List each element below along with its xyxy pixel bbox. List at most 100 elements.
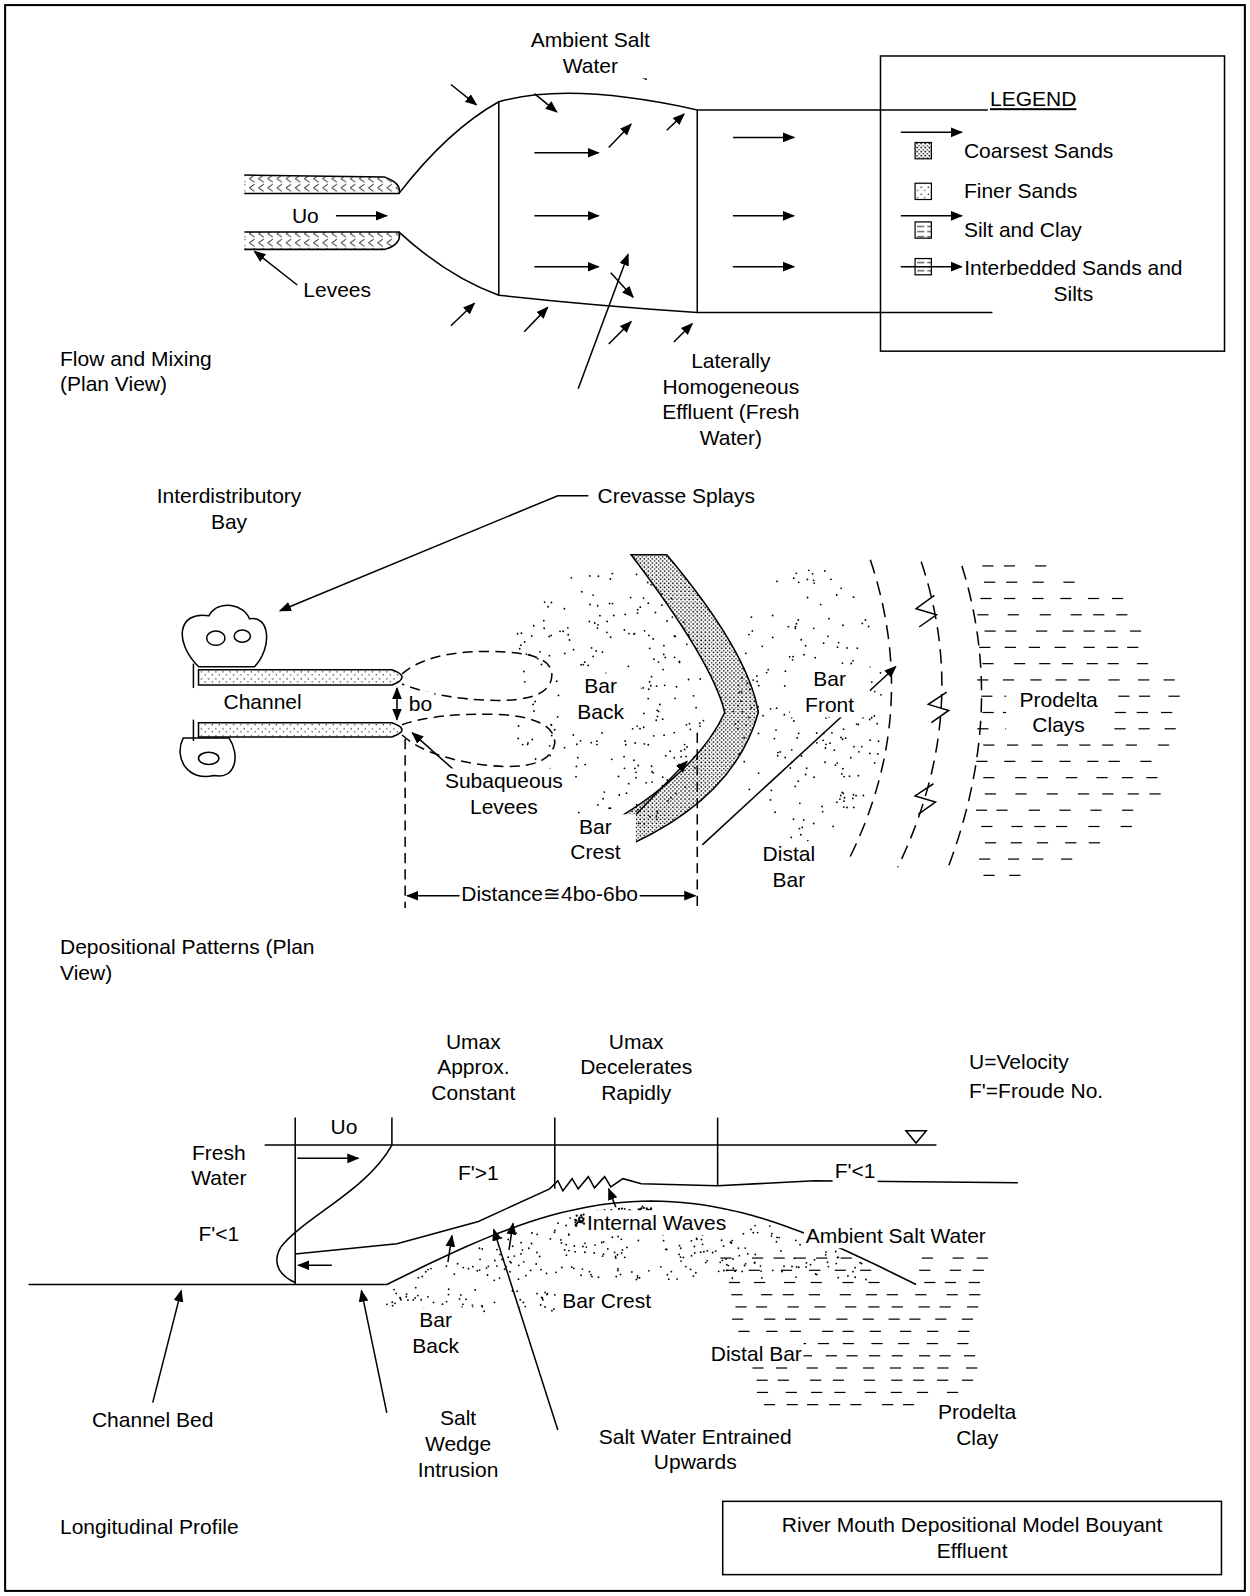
sand-texture bbox=[643, 726, 645, 728]
clay-texture bbox=[1116, 614, 1127, 615]
sand-texture bbox=[820, 604, 822, 606]
frame bbox=[5, 5, 1245, 1591]
sand-texture bbox=[670, 1271, 672, 1273]
sand-texture bbox=[636, 573, 638, 575]
sand-texture bbox=[803, 819, 805, 821]
sand-texture bbox=[797, 619, 799, 621]
sand-texture bbox=[630, 597, 632, 599]
clay-texture bbox=[766, 1331, 777, 1332]
part-label: Longitudinal Profile bbox=[58, 1514, 241, 1540]
sand-texture bbox=[703, 1251, 705, 1253]
clay-texture bbox=[870, 1331, 881, 1332]
clay-texture bbox=[915, 1294, 926, 1295]
clay-texture bbox=[1032, 744, 1043, 745]
sand-texture bbox=[541, 1297, 543, 1299]
clay-texture bbox=[969, 1282, 980, 1283]
sand-texture bbox=[813, 776, 815, 778]
sand-texture bbox=[524, 681, 526, 683]
interface-line bbox=[295, 1177, 1018, 1254]
sand-texture bbox=[486, 1267, 488, 1269]
plan-channel bbox=[180, 738, 235, 777]
sand-texture bbox=[580, 664, 582, 666]
sand-texture bbox=[430, 1268, 432, 1270]
clay-texture bbox=[1090, 810, 1101, 811]
sand-texture bbox=[520, 1253, 522, 1255]
sand-texture bbox=[695, 707, 697, 709]
clay-texture bbox=[776, 1367, 787, 1368]
sand-texture bbox=[668, 1278, 670, 1280]
sand-texture bbox=[665, 755, 667, 757]
arrow bbox=[534, 266, 598, 268]
clay-texture bbox=[1107, 647, 1118, 648]
sand-texture bbox=[740, 691, 742, 693]
clay-texture bbox=[945, 1282, 956, 1283]
sand-texture bbox=[745, 724, 747, 726]
clay-texture bbox=[891, 1392, 902, 1393]
arrow bbox=[733, 137, 794, 139]
sand-texture bbox=[690, 1268, 692, 1270]
sand-texture bbox=[521, 632, 523, 634]
clay-texture bbox=[795, 1257, 806, 1258]
sand-texture bbox=[732, 1258, 734, 1260]
sand-texture bbox=[637, 1240, 639, 1242]
sand-texture bbox=[557, 716, 559, 718]
sand-texture bbox=[594, 622, 596, 624]
clay-texture bbox=[977, 1257, 988, 1258]
sand-texture bbox=[386, 569, 882, 1313]
sand-texture bbox=[770, 708, 772, 710]
arrow bbox=[451, 84, 476, 104]
sand-texture bbox=[813, 823, 815, 825]
sand-texture bbox=[845, 737, 847, 739]
sand-texture bbox=[474, 1289, 476, 1291]
part-label: Uo bbox=[329, 1114, 360, 1140]
sand-texture bbox=[824, 747, 826, 749]
sand-texture bbox=[617, 1254, 619, 1256]
clay-texture bbox=[979, 647, 990, 648]
sand-texture bbox=[656, 812, 658, 814]
sand-texture bbox=[501, 1259, 503, 1261]
clay-texture bbox=[947, 1392, 958, 1393]
sand-texture bbox=[567, 627, 569, 629]
sand-texture bbox=[741, 1271, 743, 1273]
clay-texture bbox=[983, 777, 994, 778]
legend-text: Silt and Clay bbox=[962, 217, 1084, 243]
sand-texture bbox=[833, 749, 835, 751]
sand-texture bbox=[837, 1277, 839, 1279]
sand-texture bbox=[425, 1271, 427, 1273]
clay-texture bbox=[983, 712, 994, 713]
sand-texture bbox=[639, 606, 641, 608]
sand-texture bbox=[536, 1293, 538, 1295]
sand-texture bbox=[666, 1274, 668, 1276]
clay-texture bbox=[816, 1257, 827, 1258]
sand-texture bbox=[591, 1276, 593, 1278]
clay-texture bbox=[840, 1294, 851, 1295]
sand-texture bbox=[589, 1271, 591, 1273]
sand-texture bbox=[642, 687, 644, 689]
sand-texture bbox=[783, 714, 785, 716]
sand-texture bbox=[564, 747, 566, 749]
sand-texture bbox=[651, 765, 653, 767]
plume-outline bbox=[244, 175, 399, 193]
clay-texture bbox=[829, 1404, 840, 1405]
sand-texture bbox=[661, 593, 663, 595]
sand-texture bbox=[738, 684, 740, 686]
sand-texture bbox=[858, 751, 860, 753]
sand-texture bbox=[686, 746, 688, 748]
clay-texture bbox=[1035, 565, 1046, 566]
sand-texture bbox=[757, 1232, 759, 1234]
clay-texture bbox=[1102, 744, 1113, 745]
sand-texture bbox=[783, 1265, 785, 1267]
clay-texture bbox=[1004, 761, 1015, 762]
sand-texture bbox=[442, 1303, 444, 1305]
sand-texture bbox=[459, 1298, 461, 1300]
part-label: Distance≅4bo-6bo bbox=[459, 881, 640, 907]
sand-texture bbox=[527, 743, 529, 745]
sand-texture bbox=[791, 761, 793, 763]
arrow bbox=[255, 251, 298, 285]
sand-texture bbox=[393, 1289, 395, 1291]
sand-texture bbox=[643, 743, 645, 745]
sand-texture bbox=[734, 723, 736, 725]
clay-texture bbox=[811, 1392, 822, 1393]
sand-texture bbox=[656, 685, 658, 687]
